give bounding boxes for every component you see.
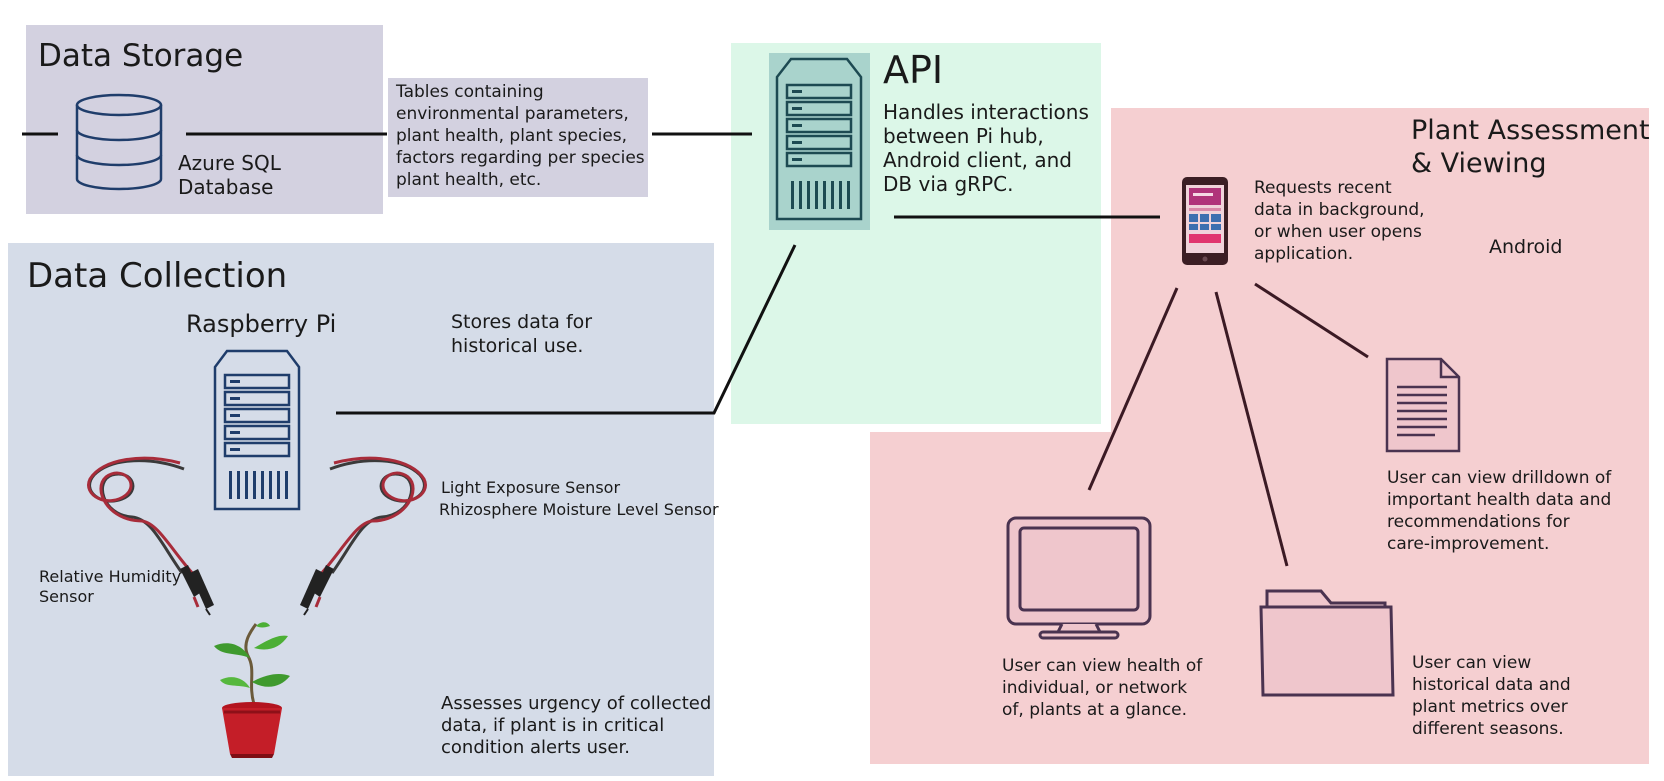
- plant-assessment-panel-top: [1111, 108, 1649, 433]
- right-sensor-probe-icon: [300, 456, 427, 616]
- data-collection-panel: [8, 243, 714, 776]
- document-note: User can view drilldown of important hea…: [1387, 468, 1612, 554]
- left-sensor-probe-icon: [87, 456, 214, 616]
- database-icon: [75, 93, 163, 191]
- potted-plant-icon: [214, 622, 290, 758]
- tables-note-box: [388, 78, 648, 197]
- database-label: Azure SQL Database: [178, 151, 281, 199]
- urgency-note: Assesses urgency of collected data, if p…: [441, 693, 712, 758]
- stores-data-note: Stores data for historical use.: [451, 311, 593, 357]
- android-phone-icon: [1182, 177, 1228, 265]
- monitor-note: User can view health of individual, or n…: [1002, 656, 1203, 720]
- phone-to-document-connector: [1254, 282, 1369, 359]
- phone-to-folder-connector: [1214, 291, 1289, 567]
- moisture-sensor-label: Rhizosphere Moisture Level Sensor: [439, 500, 719, 519]
- light-exposure-sensor-label: Light Exposure Sensor: [441, 478, 621, 497]
- pi-to-api-connector: [336, 244, 797, 415]
- android-label: Android: [1489, 236, 1563, 258]
- plant-assessment-title: Plant Assessment & Viewing: [1411, 115, 1650, 179]
- folder-icon: [1259, 589, 1395, 697]
- tables-note: Tables containing environmental paramete…: [396, 82, 645, 190]
- monitor-icon: [1006, 516, 1152, 640]
- humidity-sensor-label: Relative Humidity Sensor: [39, 567, 182, 606]
- raspberry-pi-server-icon: [213, 349, 301, 511]
- data-storage-title: Data Storage: [38, 38, 244, 74]
- data-collection-title: Data Collection: [27, 256, 288, 296]
- api-server-icon: [775, 57, 863, 221]
- folder-note: User can view historical data and plant …: [1412, 653, 1571, 739]
- api-description: Handles interactions between Pi hub, And…: [883, 100, 1089, 196]
- document-icon: [1385, 357, 1461, 453]
- api-title: API: [883, 48, 944, 92]
- phone-request-note: Requests recent data in background, or w…: [1254, 178, 1425, 264]
- raspberry-pi-label: Raspberry Pi: [186, 310, 337, 338]
- phone-to-monitor-connector: [1087, 287, 1179, 491]
- plant-assessment-panel-bottom: [870, 432, 1649, 764]
- data-storage-panel: [26, 25, 383, 214]
